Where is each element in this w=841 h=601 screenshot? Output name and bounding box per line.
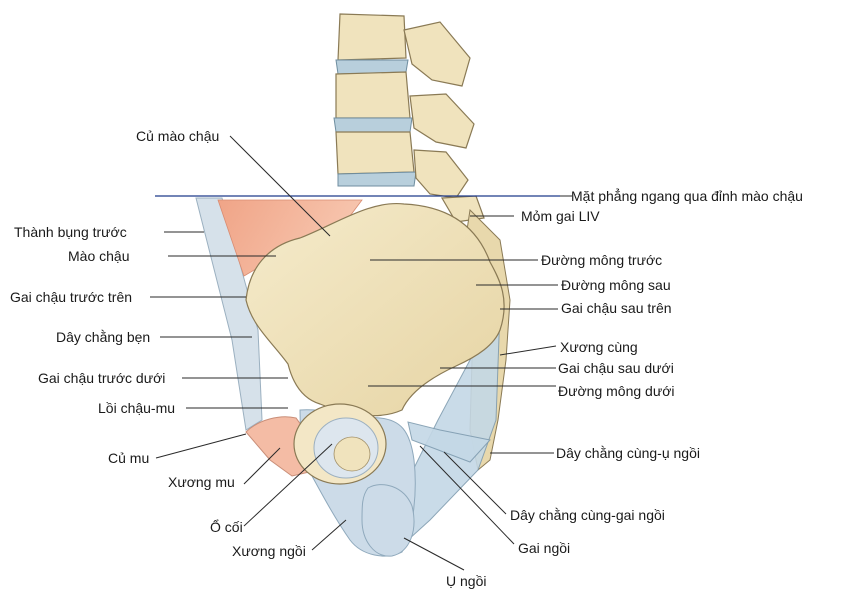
label-duong-mong-truoc: Đường mông trước xyxy=(541,252,662,268)
label-gai-truoc-duoi: Gai chậu trước dưới xyxy=(38,370,165,386)
lumbar-spine xyxy=(333,13,485,223)
label-thanh-bung: Thành bụng trước xyxy=(14,224,127,240)
leader-lines xyxy=(150,135,572,571)
sacrospinous-ligament xyxy=(407,421,491,463)
label-o-coi: Ổ cối xyxy=(210,518,243,535)
label-cu-mu: Củ mu xyxy=(108,450,149,466)
label-day-chang-ben: Dây chằng bẹn xyxy=(56,329,150,345)
labels: Củ mào chậu Mặt phẳng ngang qua đỉnh mào… xyxy=(10,128,803,589)
label-xuong-mu: Xương mu xyxy=(168,474,235,490)
label-mom-gai: Mỏm gai LIV xyxy=(521,208,600,224)
label-gai-sau-duoi: Gai chậu sau dưới xyxy=(558,360,674,376)
label-duong-mong-duoi: Đường mông dưới xyxy=(558,383,674,399)
label-u-ngoi: Ụ ngồi xyxy=(446,573,486,589)
ilium-wing xyxy=(245,202,505,417)
label-cung-u-ngoi: Dây chằng cùng-ụ ngồi xyxy=(556,445,700,461)
label-cu-mao-chau: Củ mào chậu xyxy=(136,128,219,144)
label-gai-sau-tren: Gai chậu sau trên xyxy=(561,300,672,316)
acetabulum-notch xyxy=(333,436,371,472)
label-loi-chau-mu: Lồi chậu-mu xyxy=(98,400,175,416)
label-mao-chau: Mào chậu xyxy=(68,248,129,264)
ischial-tuberosity xyxy=(361,484,415,557)
label-duong-mong-sau: Đường mông sau xyxy=(561,277,671,293)
label-xuong-cung: Xương cùng xyxy=(560,339,638,355)
label-gai-truoc-tren: Gai chậu trước trên xyxy=(10,289,132,305)
label-mat-phang: Mặt phẳng ngang qua đỉnh mào chậu xyxy=(571,187,803,204)
label-xuong-ngoi: Xương ngồi xyxy=(232,543,306,559)
label-cung-gai-ngoi: Dây chằng cùng-gai ngồi xyxy=(510,507,665,523)
label-gai-ngoi: Gai ngồi xyxy=(518,540,570,556)
